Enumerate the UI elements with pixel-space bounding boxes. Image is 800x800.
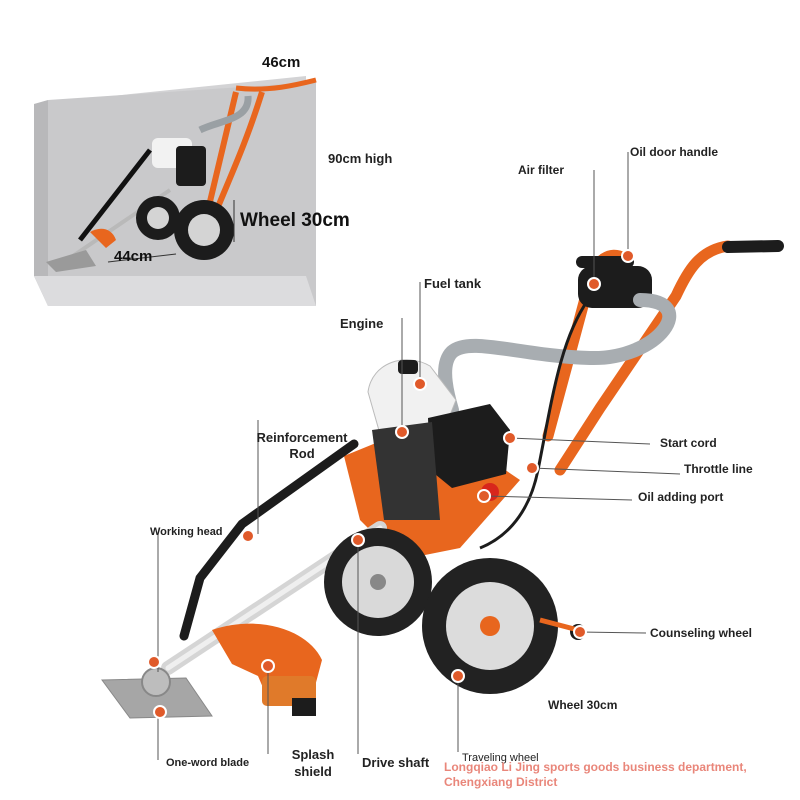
label-oil-door-handle: Oil door handle — [630, 145, 719, 159]
dot-throttle-line — [525, 461, 539, 475]
dot-fuel-tank — [413, 377, 427, 391]
dot-air-filter — [587, 277, 601, 291]
box-wheel-label: Wheel 30cm — [240, 210, 350, 231]
label-one-word-blade: One-word blade — [166, 757, 250, 769]
leader-lines — [157, 152, 681, 760]
label-drive-shaft: Drive shaft — [362, 755, 430, 770]
dot-counseling-wheel — [573, 625, 587, 639]
dot-drive-shaft — [351, 533, 365, 547]
label-fuel-tank: Fuel tank — [424, 276, 482, 291]
brush-cutter — [101, 240, 784, 719]
dot-one-word-blade — [153, 705, 167, 719]
dot-traveling-wheel — [451, 669, 465, 683]
dot-reinforcement-rod — [241, 529, 255, 543]
packaging-box-inset — [34, 76, 317, 306]
label-splash-shield-line1: Splash — [291, 747, 335, 762]
dot-start-cord — [503, 431, 517, 445]
mini-mower — [46, 77, 317, 272]
label-counseling-wheel: Counseling wheel — [650, 626, 753, 640]
watermark-line1: Longqiao Li Jing sports goods business d… — [444, 760, 747, 774]
label-reinforcement-rod: Reinforcement Rod — [252, 430, 352, 462]
callout-dots — [147, 249, 635, 719]
dot-working-head — [147, 655, 161, 669]
label-working-head: Working head — [150, 526, 223, 538]
box-height-label: 90cm high — [328, 151, 393, 166]
label-reinforcement-rod-line2: Rod — [289, 446, 315, 461]
label-air-filter: Air filter — [518, 163, 565, 177]
label-reinforcement-rod-line1: Reinforcement — [256, 430, 348, 445]
dot-engine — [395, 425, 409, 439]
label-traveling-wheel: Traveling wheel — [462, 752, 539, 764]
label-engine: Engine — [340, 316, 384, 331]
box-width-label: 46cm — [262, 54, 301, 71]
dot-oil-adding-port — [477, 489, 491, 503]
label-splash-shield-line2: shield — [294, 764, 332, 779]
dot-oil-door-handle — [621, 249, 635, 263]
label-splash-shield: Splash shield — [286, 746, 340, 780]
seller-watermark: Longqiao Li Jing sports goods business d… — [444, 760, 747, 790]
label-start-cord: Start cord — [660, 436, 717, 450]
label-wheel-30cm: Wheel 30cm — [548, 698, 618, 712]
box-depth-label: 44cm — [114, 248, 153, 265]
watermark-line2: Chengxiang District — [444, 775, 558, 789]
label-oil-adding-port: Oil adding port — [638, 490, 724, 504]
label-throttle-line: Throttle line — [684, 462, 753, 476]
dot-splash-shield — [261, 659, 275, 673]
